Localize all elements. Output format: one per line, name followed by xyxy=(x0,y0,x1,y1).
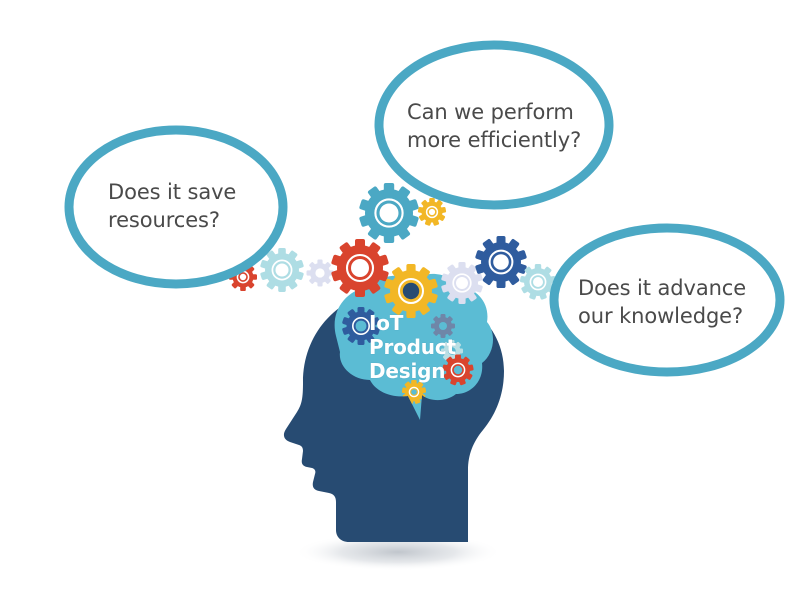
speech-bubble-advance-knowledge[interactable] xyxy=(549,223,785,377)
brain-gear-group xyxy=(342,307,474,404)
brain-gear-red xyxy=(442,354,474,386)
brain-gear-gold xyxy=(401,380,427,404)
gear-trail-red-large xyxy=(331,239,389,297)
gear-trail-gold-crown xyxy=(384,264,438,318)
ground-shadow xyxy=(294,533,502,571)
gear-trail-lavender-1 xyxy=(306,259,334,287)
brain-gear-navy xyxy=(342,307,380,345)
brain-gear-slate xyxy=(431,314,455,338)
speech-bubble-text-perform-efficiently: Can we perform more efficiently? xyxy=(407,100,582,152)
speech-bubble-save-resources[interactable] xyxy=(64,125,288,289)
speech-bubble-group xyxy=(64,40,785,377)
gear-trail-group xyxy=(229,183,557,318)
gear-trail-lavender-2 xyxy=(441,262,483,304)
speech-bubble-text-save-resources: Does it save resources? xyxy=(108,180,237,232)
gear-trail-teal-large xyxy=(359,183,419,243)
speech-bubble-perform-efficiently[interactable] xyxy=(374,40,614,210)
gear-trail-navy xyxy=(475,236,527,288)
speech-bubble-text-advance-knowledge: Does it advance our knowledge? xyxy=(578,276,747,328)
gear-trail-gold-small xyxy=(417,198,447,226)
brain-label-iot-product-design: IoT Product Design xyxy=(369,311,456,383)
gear-trail-lightteal-1 xyxy=(260,248,304,292)
